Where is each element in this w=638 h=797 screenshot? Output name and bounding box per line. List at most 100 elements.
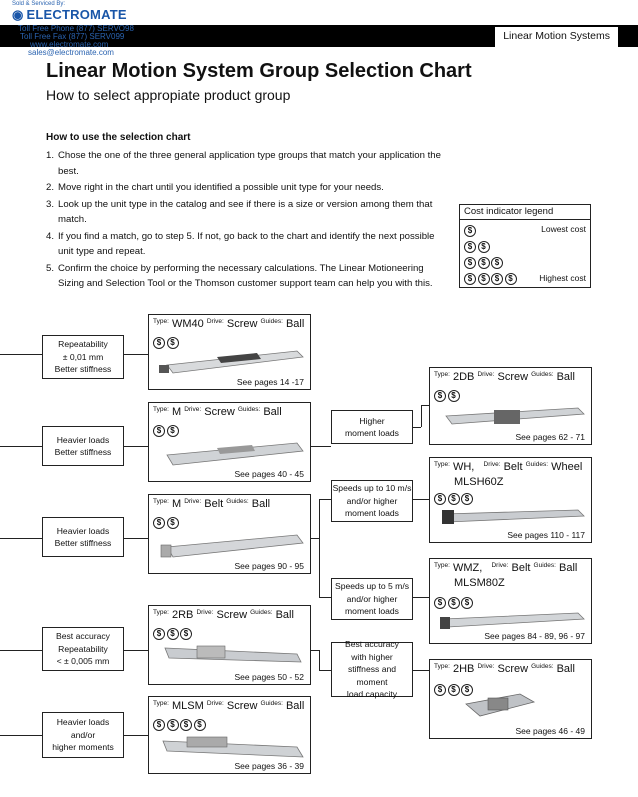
legend-highest: Highest cost <box>539 273 586 283</box>
logo-icon: ◉ <box>12 7 24 22</box>
criteria-text: Best accuracy <box>56 631 110 642</box>
howto-heading: How to use the selection chart <box>46 132 191 143</box>
criteria-text: and/or <box>70 729 96 740</box>
cost-indicator: $$$$ <box>153 719 207 731</box>
linear-actuator-image <box>162 736 304 758</box>
dollar-coin-icon: $ <box>504 273 517 285</box>
connector-line <box>0 446 42 447</box>
dollar-coin-icon: $ <box>193 719 206 731</box>
connector-line <box>413 499 429 500</box>
dollar-coin-icon: $ <box>153 628 165 640</box>
dollar-coin-icon: $ <box>434 390 446 402</box>
step-item: 2.Move right in the chart until you iden… <box>46 182 384 193</box>
connector-line <box>0 650 42 651</box>
dollar-coin-icon: $ <box>166 337 179 349</box>
legend-row-4: $$$$ <box>464 271 518 287</box>
product-type-line: Type: WMZ, Drive: Belt Guides: Ball <box>434 562 578 574</box>
pages-reference[interactable]: See pages 90 - 95 <box>234 561 304 571</box>
product-card-mlsm[interactable]: Type: MLSM Drive: Screw Guides: Ball $$$… <box>148 696 311 774</box>
pages-reference[interactable]: See pages 62 - 71 <box>515 432 585 442</box>
page-title: Linear Motion System Group Selection Cha… <box>46 60 472 82</box>
dollar-coin-icon: $ <box>491 273 503 285</box>
product-card-wh[interactable]: Type: WH, Drive: Belt Guides: Wheel MLSH… <box>429 457 592 543</box>
dollar-coin-icon: $ <box>447 597 460 609</box>
dollar-coin-icon: $ <box>434 684 446 696</box>
criteria-text: Repeatability <box>58 339 108 350</box>
electromate-logo[interactable]: ◉ELECTROMATE <box>12 7 127 23</box>
connector-line <box>413 670 429 671</box>
linear-actuator-image <box>440 612 585 629</box>
dollar-coin-icon: $ <box>464 225 476 237</box>
connector-line <box>319 499 331 500</box>
product-card-2hb[interactable]: Type: 2HB Drive: Screw Guides: Ball $$$ … <box>429 659 592 739</box>
connector-line <box>319 499 320 597</box>
email-link[interactable]: sales@electromate.com <box>28 48 114 57</box>
product-card-m-belt[interactable]: Type: M Drive: Belt Guides: Ball $$ See … <box>148 494 311 574</box>
cost-indicator: $$$ <box>434 684 475 696</box>
connector-line <box>124 650 148 651</box>
connector-line <box>124 354 148 355</box>
cost-indicator: $$$ <box>434 493 475 505</box>
step-item: 4.If you find a match, go to step 5. If … <box>46 230 435 258</box>
product-type-line: Type: MLSM Drive: Screw Guides: Ball <box>153 700 305 712</box>
product-card-wmz[interactable]: Type: WMZ, Drive: Belt Guides: Ball MLSM… <box>429 558 592 644</box>
product-type-line: Type: WM40 Drive: Screw Guides: Ball <box>153 318 305 330</box>
step-item: 5.Confirm the choice by performing the n… <box>46 262 433 290</box>
criteria-text: Better stiffness <box>54 364 112 375</box>
connector-line <box>0 538 42 539</box>
page-subtitle: How to select appropiate product group <box>46 87 291 103</box>
dollar-coin-icon: $ <box>434 597 446 609</box>
dollar-coin-icon: $ <box>153 337 165 349</box>
cost-indicator: $$ <box>153 425 180 437</box>
dollar-coin-icon: $ <box>477 241 490 253</box>
connector-line <box>413 427 421 428</box>
dollar-coin-icon: $ <box>464 273 476 285</box>
product-card-2rb[interactable]: Type: 2RB Drive: Screw Guides: Ball $$$ … <box>148 605 311 685</box>
criteria-text: Speeds up to 5 m/s <box>334 581 410 592</box>
criteria-text: and/or higher <box>346 593 398 604</box>
product-type-line: Type: 2RB Drive: Screw Guides: Ball <box>153 609 294 621</box>
pages-reference[interactable]: See pages 46 - 49 <box>515 726 585 736</box>
product-card-2db[interactable]: Type: 2DB Drive: Screw Guides: Ball $$ S… <box>429 367 592 445</box>
fax-text: Toll Free Fax (877) SERV099 <box>20 32 125 41</box>
product-type-line: Type: WH, Drive: Belt Guides: Wheel <box>434 461 583 473</box>
linear-actuator-image <box>442 509 585 524</box>
dollar-coin-icon: $ <box>434 493 446 505</box>
linear-actuator-image <box>166 442 304 466</box>
product-card-m-screw[interactable]: Type: M Drive: Screw Guides: Ball $$ See… <box>148 402 311 482</box>
product-type-line: Type: 2HB Drive: Screw Guides: Ball <box>434 663 575 675</box>
criteria-text: Heavier loads <box>56 525 110 536</box>
product-type-line: Type: M Drive: Belt Guides: Ball <box>153 498 271 510</box>
pages-reference[interactable]: See pages 110 - 117 <box>507 530 585 540</box>
pages-reference[interactable]: See pages 36 - 39 <box>234 761 304 771</box>
criteria-text: stiffness and moment <box>347 664 397 687</box>
criteria-text: moment loads <box>345 606 399 617</box>
pages-reference[interactable]: See pages 50 - 52 <box>234 672 304 682</box>
legend-row-2: $$ <box>464 239 491 255</box>
dollar-coin-icon: $ <box>491 257 503 269</box>
dollar-coin-icon: $ <box>464 241 476 253</box>
cost-indicator: $$$ <box>153 628 194 640</box>
connector-line <box>0 354 42 355</box>
dollar-coin-icon: $ <box>180 719 192 731</box>
web-link[interactable]: www.electromate.com <box>30 40 109 49</box>
dollar-coin-icon: $ <box>153 517 165 529</box>
step-item: 1.Chose the one of the three general app… <box>46 150 441 177</box>
product-card-wm40[interactable]: Type: WM40 Drive: Screw Guides: Ball $$ … <box>148 314 311 390</box>
product-type-line: Type: 2DB Drive: Screw Guides: Ball <box>434 371 575 383</box>
connector-line <box>319 597 331 598</box>
pages-reference[interactable]: See pages 14 -17 <box>236 377 304 387</box>
cost-indicator: $$$ <box>434 597 475 609</box>
legend-row-1: $ <box>464 223 478 239</box>
connector-line <box>124 538 148 539</box>
pages-reference[interactable]: See pages 40 - 45 <box>234 469 304 479</box>
cost-indicator: $$ <box>153 517 180 529</box>
pages-reference[interactable]: See pages 84 - 89, 96 - 97 <box>484 631 585 641</box>
connector-line <box>311 538 319 539</box>
criteria-text: Heavier loads <box>56 717 110 728</box>
connector-line <box>0 735 42 736</box>
criteria-text: < ± 0,005 mm <box>56 656 110 667</box>
